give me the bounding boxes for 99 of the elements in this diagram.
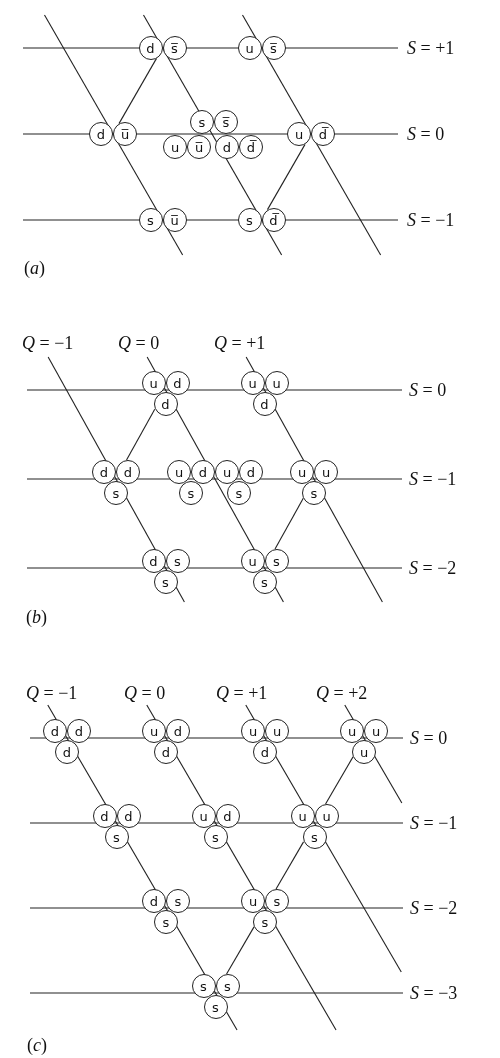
quark-circle: d̅	[261, 208, 286, 232]
quark-circle: s	[265, 889, 289, 913]
quark-circle: d	[153, 392, 178, 416]
charge-label: Q = +1	[216, 683, 268, 703]
quark-circle: d	[154, 740, 178, 764]
strangeness-label: S = 0	[409, 380, 447, 400]
quark-circle: s	[104, 825, 129, 849]
panel-label: (b)	[26, 607, 47, 627]
quark-circle: u	[364, 719, 388, 743]
quark-circle: u	[290, 460, 314, 484]
connector-line	[118, 57, 158, 125]
quark-circle: s	[253, 910, 277, 934]
connector-line	[125, 408, 156, 461]
quark-circle: u̅	[113, 122, 137, 146]
quark-circle: d	[43, 719, 67, 743]
quark-circle: s	[252, 570, 277, 594]
quark-circle: d	[67, 719, 91, 743]
quark-circle: d	[55, 740, 79, 764]
quark-circle: s	[227, 481, 251, 505]
strangeness-label: S = −2	[410, 898, 458, 918]
quark-circle: d̅	[311, 122, 335, 146]
quark-circle: u	[191, 804, 216, 828]
strangeness-label: S = −3	[410, 983, 458, 1003]
charge-label: Q = −1	[26, 683, 78, 703]
quark-circle: d	[138, 36, 163, 60]
quark-circle: u	[265, 719, 289, 743]
quark-circle: u	[352, 740, 376, 764]
quark-circle: u	[240, 371, 265, 395]
quark-circle: d	[191, 460, 215, 484]
charge-label: Q = 0	[124, 683, 166, 703]
quark-circle: u	[167, 460, 191, 484]
quark-circle: u	[163, 135, 187, 159]
charge-label: Q = 0	[118, 333, 160, 353]
quark-circle: u	[241, 889, 265, 913]
quark-circle: u	[287, 122, 311, 146]
quark-circle: d	[215, 804, 240, 828]
connector-line	[266, 143, 306, 211]
quark-circle: d	[252, 392, 277, 416]
strangeness-label: S = −1	[410, 813, 458, 833]
quark-circle: d	[116, 460, 140, 484]
quark-circle: s	[237, 208, 262, 232]
quark-circle: s	[179, 481, 203, 505]
quark-circle: s	[190, 110, 214, 134]
quark-circle: s	[264, 549, 289, 573]
quark-circle: s̅	[162, 36, 187, 60]
connector-line	[274, 497, 304, 550]
quark-circle: u	[264, 371, 289, 395]
panel-label: (c)	[27, 1035, 47, 1055]
connector-line	[226, 926, 255, 975]
charge-label: Q = +2	[316, 683, 368, 703]
quark-circle: d	[89, 122, 113, 146]
quark-circle: s	[191, 974, 216, 998]
quark-circle: u	[241, 719, 265, 743]
quark-circle: d	[116, 804, 141, 828]
quark-circle: s̅	[214, 110, 238, 134]
quark-circle: d	[142, 889, 166, 913]
charge-label: Q = −1	[22, 333, 74, 353]
quark-circle: u	[240, 549, 265, 573]
quark-circle: u	[314, 460, 338, 484]
quark-circle: s	[138, 208, 163, 232]
strangeness-label: S = 0	[410, 728, 448, 748]
quark-circle: u	[340, 719, 364, 743]
quark-circle: u	[215, 460, 239, 484]
quark-circle: d	[215, 135, 239, 159]
connector-line	[275, 841, 305, 890]
quark-circle: s	[203, 995, 228, 1019]
charge-label: Q = +1	[214, 333, 266, 353]
strangeness-label: S = −1	[409, 469, 457, 489]
quark-circle: u̅	[162, 208, 187, 232]
quark-circle: d	[165, 371, 190, 395]
quark-circle: d	[141, 549, 166, 573]
quark-circle: d	[239, 460, 263, 484]
strangeness-label: S = −2	[409, 558, 457, 578]
quark-circle: s	[166, 889, 190, 913]
quark-circle: s	[302, 481, 326, 505]
quark-circle: d̅	[239, 135, 263, 159]
quark-circle: d	[253, 740, 277, 764]
strangeness-label: S = 0	[407, 124, 445, 144]
quark-circle: s	[153, 570, 178, 594]
quark-circle: u	[142, 719, 166, 743]
quark-circle: s	[215, 974, 240, 998]
quark-circle: s̅	[261, 36, 286, 60]
strangeness-label: S = −1	[407, 210, 455, 230]
quark-circle: s	[104, 481, 128, 505]
quark-circle: s	[302, 825, 327, 849]
quark-circle: u	[237, 36, 262, 60]
quark-circle: s	[154, 910, 178, 934]
quark-circle: d	[92, 804, 117, 828]
quark-circle: u̅	[187, 135, 211, 159]
strangeness-label: S = +1	[407, 38, 455, 58]
quark-circle: u	[290, 804, 315, 828]
quark-circle: s	[165, 549, 190, 573]
quark-circle: u	[314, 804, 339, 828]
connector-line	[325, 756, 354, 805]
quark-circle: s	[203, 825, 228, 849]
panel-label: (a)	[24, 258, 45, 278]
quark-circle: u	[141, 371, 166, 395]
quark-circle: d	[166, 719, 190, 743]
quark-circle: d	[92, 460, 116, 484]
